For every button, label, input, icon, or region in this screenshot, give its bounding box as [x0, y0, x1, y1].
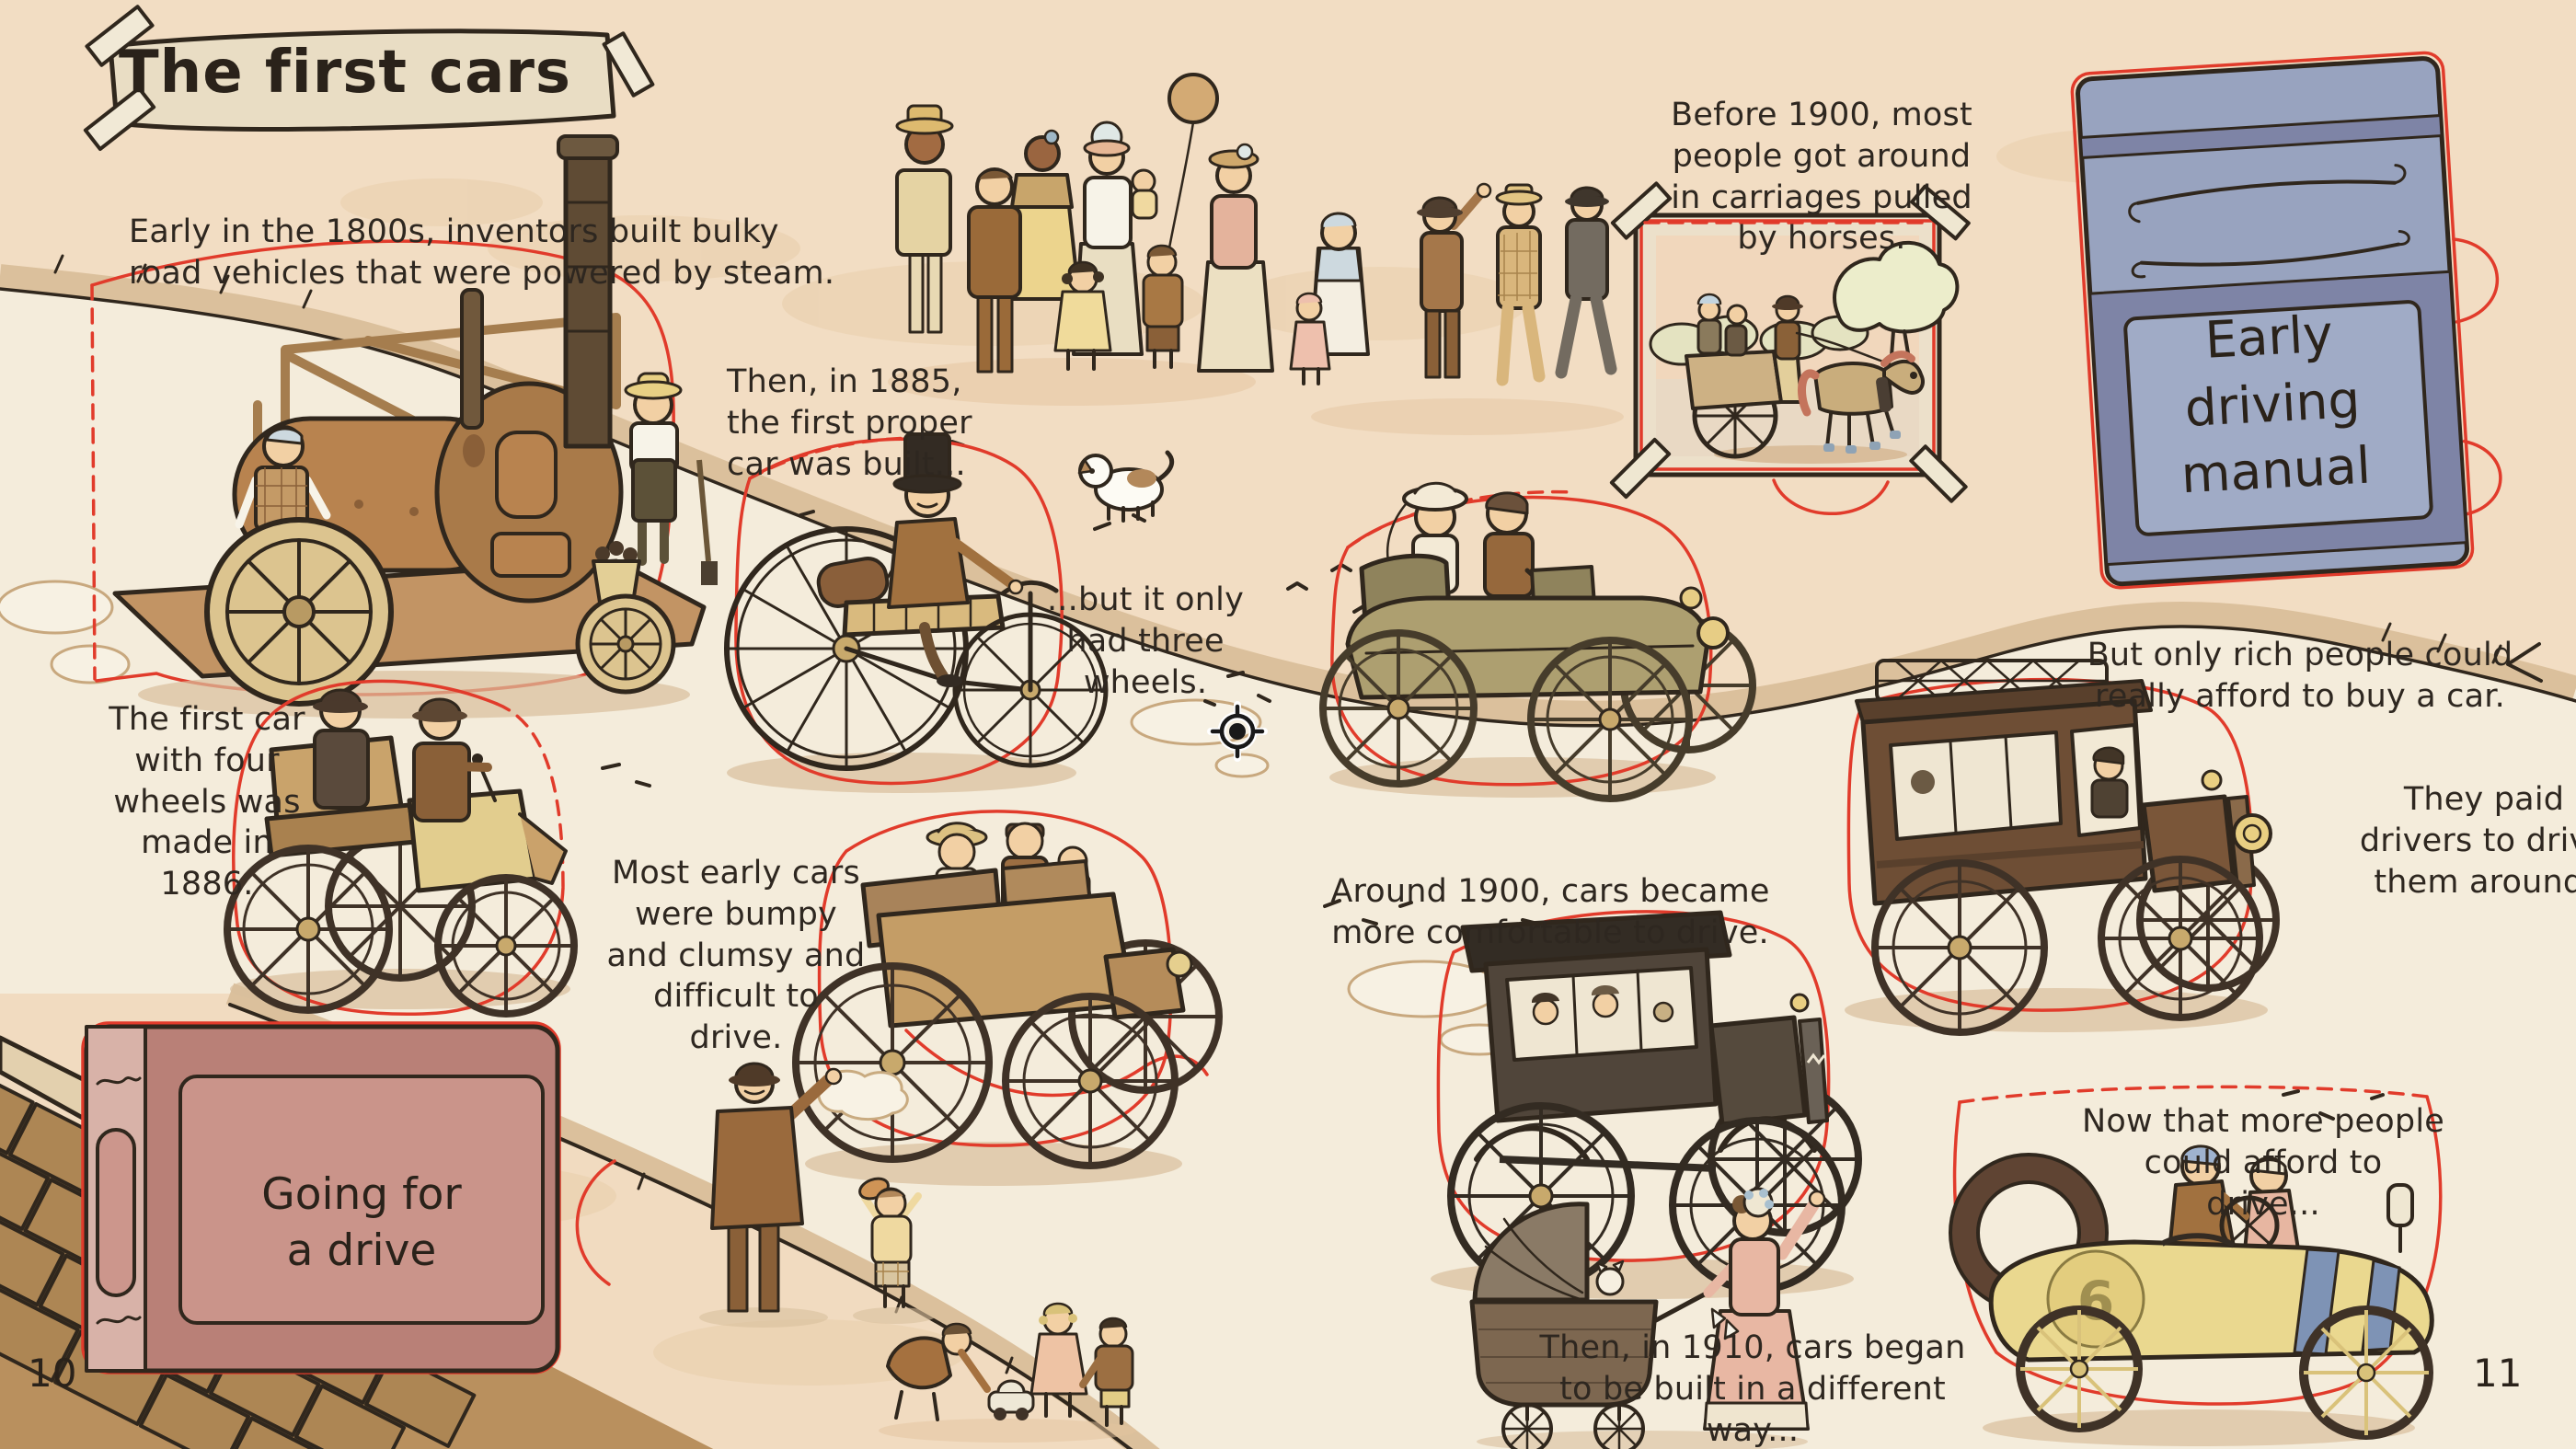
pointing-man-illustration [699, 1062, 936, 1328]
going-for-a-drive-title: Going for a drive [261, 1169, 462, 1277]
family-car-illustration [792, 810, 1223, 1186]
four-wheel-car-illustration [224, 679, 578, 1018]
banner-tape [83, 5, 655, 152]
title-banner [83, 5, 655, 152]
page-number-left: 10 [28, 1351, 77, 1396]
sticker-outline-benz [734, 437, 1064, 786]
comfortable-car-illustration [1319, 481, 1756, 802]
crosshair-cursor-icon [1207, 701, 1268, 762]
cat-in-pram [1595, 1267, 1625, 1296]
caption-in-1910: Then, in 1910, cars began to be built in… [1539, 1329, 1966, 1449]
dress-bow [1710, 1307, 1740, 1340]
dog-illustration [1077, 450, 1175, 523]
tape-pieces [1609, 181, 1971, 503]
caption-intro: Early in the 1800s, inventors built bulk… [129, 213, 835, 292]
crowd-illustration [888, 73, 1274, 406]
balloon-icon [1167, 73, 1219, 124]
toy-car [987, 1390, 1035, 1414]
children-playing-illustration [879, 1302, 1136, 1443]
early-driving-manual-title: Early driving manual [2179, 304, 2373, 505]
page-number-right: 11 [2473, 1351, 2523, 1396]
caption-around-1900: Around 1900, cars became more comfortabl… [1330, 873, 1770, 951]
curb-hatch-marks [53, 254, 2502, 664]
caption-three-wheels: ...but it only had three wheels. [1046, 581, 1245, 701]
page-title: The first cars [119, 39, 571, 107]
early-driving-manual-book [2070, 51, 2502, 590]
caption-then-1885: Then, in 1885, the first proper car was … [727, 363, 972, 483]
caption-rich-people: But only rich people could really afford… [2087, 637, 2513, 715]
race-car-illustration: 6 [1949, 1085, 2443, 1446]
sticker-outline-1886 [232, 679, 565, 1017]
going-for-a-drive-book [81, 1021, 561, 1374]
sticker-outline-race-car [1958, 1085, 2429, 1104]
caption-now-more: Now that more people could afford to dri… [2082, 1103, 2444, 1223]
horse-carriage-picture [1609, 181, 1971, 503]
chauffeur-car-illustration [1845, 659, 2280, 1036]
steam-wagon-illustration [90, 134, 718, 719]
caption-bumpy: Most early cars were bumpy and clumsy an… [606, 855, 866, 1057]
caption-paid-drivers: They paid drivers to drive them around. [2359, 781, 2576, 901]
tree [1833, 240, 1960, 334]
caption-four-wheels: The first car with four wheels was made … [109, 701, 305, 903]
pram-lady-illustration [1469, 1187, 1826, 1449]
radiator-mark [1806, 1052, 1826, 1065]
pedestrians-illustration [1289, 182, 1624, 435]
sticker-outline-family-car [817, 810, 1173, 1147]
steam-puff [817, 1069, 909, 1121]
curb-chevron [2506, 642, 2543, 683]
benz-three-wheeler-illustration [724, 432, 1109, 793]
caption-before-1900: Before 1900, most people got around in c… [1671, 97, 1972, 258]
